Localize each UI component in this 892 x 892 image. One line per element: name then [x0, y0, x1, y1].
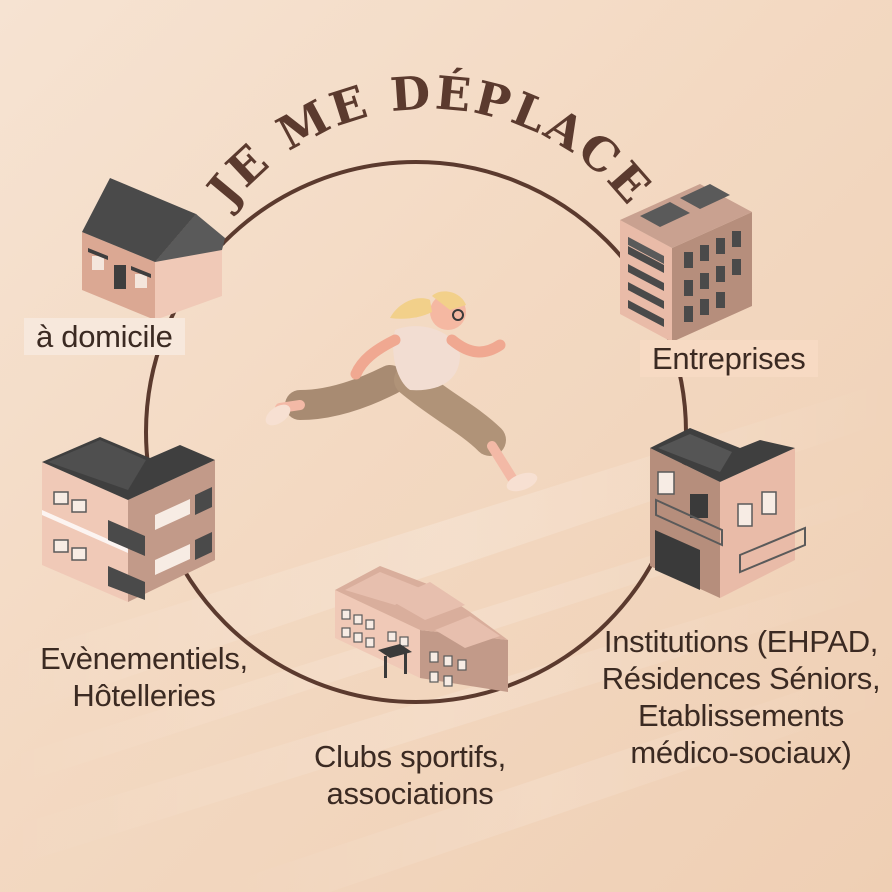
label-line: associations	[326, 776, 494, 811]
label-line: Hôtelleries	[72, 678, 216, 713]
label-entreprises: Entreprises	[640, 340, 818, 377]
office-building-icon	[620, 184, 752, 342]
runner-figure	[265, 291, 538, 492]
label-evenementiels: Evènementiels, Hôtelleries	[24, 640, 264, 714]
label-line: Evènementiels,	[40, 641, 248, 676]
label-line: Institutions (EHPAD,	[603, 624, 879, 659]
label-institutions: Institutions (EHPAD, Résidences Séniors,…	[596, 623, 886, 771]
diagram-title: JE ME DÉPLACE	[194, 64, 663, 218]
label-line: Etablissements	[637, 698, 844, 733]
house-icon	[82, 178, 225, 320]
label-line: médico-sociaux)	[630, 735, 852, 770]
label-line: Résidences Séniors,	[601, 661, 881, 696]
label-line: à domicile	[36, 319, 173, 354]
sports-club-building-icon	[335, 566, 508, 692]
label-line: Clubs sportifs,	[314, 739, 506, 774]
label-domicile: à domicile	[24, 318, 185, 355]
label-line: Entreprises	[652, 341, 806, 376]
apartment-building-icon	[42, 437, 215, 602]
institution-building-icon	[650, 428, 806, 598]
label-clubs: Clubs sportifs, associations	[290, 738, 530, 812]
